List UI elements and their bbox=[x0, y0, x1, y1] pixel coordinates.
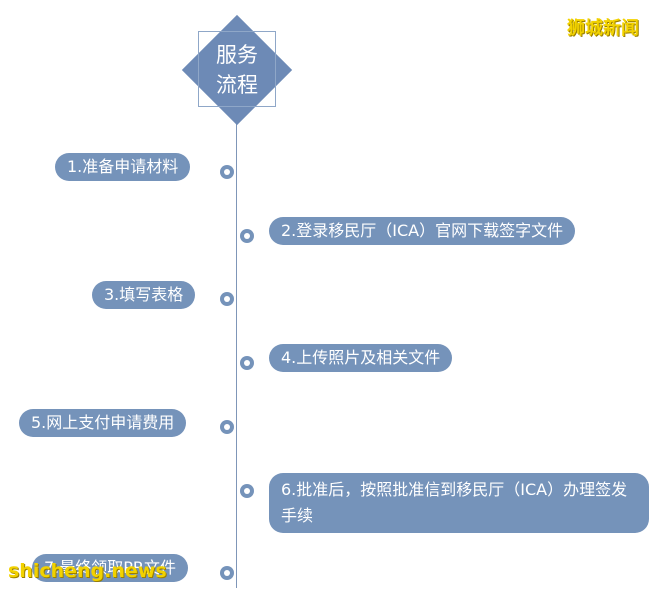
step-1-dot bbox=[220, 165, 234, 179]
step-3-dot bbox=[220, 292, 234, 306]
title-line-1: 服务 bbox=[216, 43, 258, 67]
step-1: 1.准备申请材料 bbox=[55, 153, 191, 181]
diamond-frame bbox=[198, 31, 276, 107]
step-5: 5.网上支付申请费用 bbox=[19, 409, 187, 437]
timeline-line bbox=[236, 118, 237, 588]
step-7-dot bbox=[220, 566, 234, 580]
step-5-dot bbox=[220, 420, 234, 434]
step-3: 3.填写表格 bbox=[92, 281, 196, 309]
step-7: 7.最终领取PR文件 bbox=[32, 554, 189, 582]
step-6-dot bbox=[240, 484, 254, 498]
step-4-dot bbox=[240, 356, 254, 370]
watermark-text: shicheng.news bbox=[8, 560, 167, 582]
brand-logo-text: 狮城新闻 bbox=[567, 18, 639, 39]
diagram-title: 服务 流程 bbox=[181, 14, 293, 126]
step-2-dot bbox=[240, 229, 254, 243]
step-4: 4.上传照片及相关文件 bbox=[269, 344, 453, 372]
title-line-2: 流程 bbox=[216, 73, 258, 97]
step-2: 2.登录移民厅（ICA）官网下载签字文件 bbox=[269, 217, 576, 245]
step-6: 6.批准后，按照批准信到移民厅（ICA）办理签发手续 bbox=[269, 473, 649, 533]
